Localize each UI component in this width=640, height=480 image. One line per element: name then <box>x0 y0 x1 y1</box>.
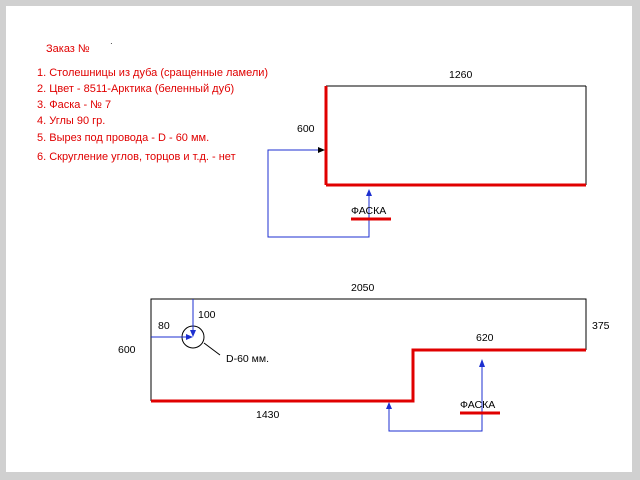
bottom-panel-depth-label: 600 <box>118 344 136 356</box>
bottom-panel-width-label: 2050 <box>351 282 375 294</box>
top-panel-leader-line <box>267 149 370 238</box>
top-panel-depth-label: 600 <box>297 123 315 135</box>
order-title: Заказ № <box>46 43 90 55</box>
bottom-panel-arrow-up-left <box>386 402 392 409</box>
bottom-panel-chamfer-edge <box>151 348 586 403</box>
order-item-4: 4. Углы 90 гр. <box>37 115 106 127</box>
top-panel-arrow-up <box>366 189 372 196</box>
order-mark: · <box>110 39 113 48</box>
top-panel <box>267 85 587 238</box>
order-item-1: 1. Столешницы из дуба (сращенные ламели) <box>37 67 269 79</box>
top-panel-width-label: 1260 <box>449 69 473 81</box>
hole-label-leader <box>203 342 221 356</box>
hole-y-arrow <box>190 330 196 337</box>
order-item-3: 3. Фаска - № 7 <box>37 99 112 111</box>
bottom-panel-leader-line <box>388 367 483 432</box>
hole-x-arrow <box>186 334 193 340</box>
order-item-6: 6. Скругление углов, торцов и т.д. - нет <box>37 151 236 163</box>
bottom-panel-arrow-up-right <box>479 359 485 367</box>
hole-label: D-60 мм. <box>226 353 270 365</box>
order-item-2: 2. Цвет - 8511-Арктика (беленный дуб) <box>37 83 235 95</box>
bottom-panel-chamfer-label: ФАСКА <box>460 399 496 411</box>
order-item-5: 5. Вырез под провода - D - 60 мм. <box>37 132 210 144</box>
drawing-sheet <box>6 6 632 472</box>
hole-x-label: 80 <box>158 320 170 332</box>
bottom-panel-right-depth-label: 375 <box>592 320 610 332</box>
top-panel-chamfer-label: ФАСКА <box>351 205 387 217</box>
top-panel-arrow-right <box>318 147 325 153</box>
bottom-panel-step-width-label: 620 <box>476 332 494 344</box>
bottom-panel <box>150 298 587 432</box>
bottom-panel-bottom-width-label: 1430 <box>256 409 280 421</box>
bottom-panel-black-outline <box>150 298 587 401</box>
hole-y-label: 100 <box>198 309 216 321</box>
